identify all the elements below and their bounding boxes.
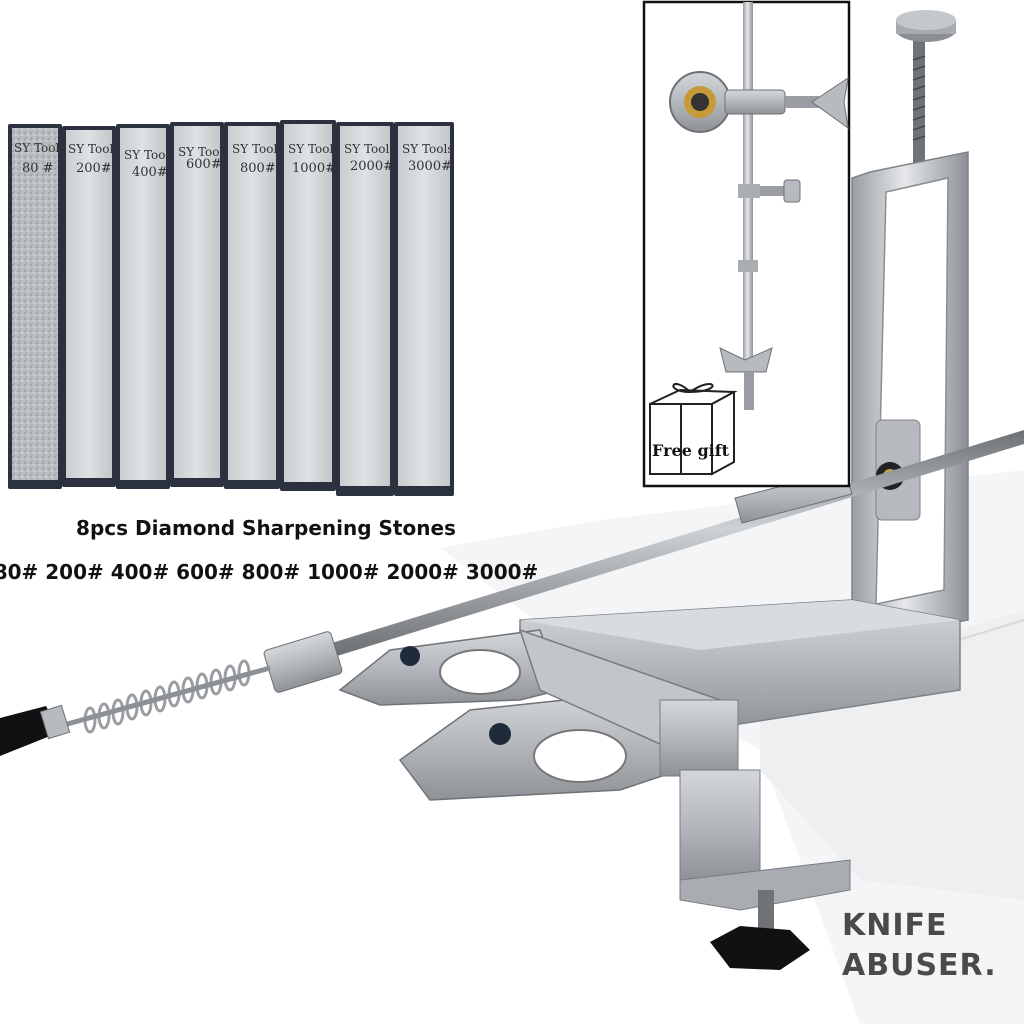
- stone-brand-label: SY Tools: [14, 141, 65, 155]
- stone-8: SY Tools 3000#: [394, 122, 454, 496]
- stone-brand-label: SY Tools: [178, 145, 229, 159]
- stone-4: SY Tools 600#: [170, 122, 229, 487]
- free-gift-inset: [642, 0, 851, 488]
- clamp-rail: [518, 628, 742, 782]
- stone-grit-label: 400#: [132, 165, 168, 180]
- stone-brand-label: SY Tools: [68, 142, 119, 156]
- stone-brand-label: SY Tools: [402, 142, 453, 156]
- stone-2: SY Tools 200#: [62, 126, 119, 487]
- stone-grit-label: 800#: [240, 161, 276, 176]
- clamp-knob-icon: [710, 926, 810, 970]
- stone-set: SY Tools 80 # SY Tools 200# SY Tools 400…: [8, 120, 454, 496]
- stones-caption-grits: 80# 200# 400# 600# 800# 1000# 2000# 3000…: [0, 560, 539, 584]
- stone-brand-label: SY Tools: [288, 142, 339, 156]
- stone-6: SY Tools 1000#: [280, 120, 339, 491]
- stone-grit-label: 3000#: [408, 159, 452, 174]
- free-gift-label: Free gift: [652, 441, 729, 460]
- table-c-clamp: [679, 769, 851, 970]
- stone-grit-label: 80 #: [22, 161, 54, 176]
- guide-rod: [0, 430, 1024, 756]
- stone-brand-label: SY Tools: [344, 142, 395, 156]
- rod-stop-collar: [263, 631, 343, 693]
- stone-grit-label: 2000#: [350, 159, 394, 174]
- gift-box-icon: [649, 383, 738, 476]
- brand-watermark: KNIFE ABUSER.: [842, 906, 1012, 986]
- stone-5: SY Tools 800#: [224, 122, 283, 489]
- stone-brand-label: SY Tools: [124, 148, 175, 162]
- angle-bracket: [851, 151, 969, 641]
- gift-rod-assembly: [669, 2, 849, 410]
- stone-grit-label: 600#: [186, 157, 222, 172]
- brand-line-1: KNIFE: [842, 908, 948, 943]
- stone-brand-label: SY Tools: [232, 142, 283, 156]
- stone-grit-label: 200#: [76, 161, 112, 176]
- handle: [0, 704, 71, 756]
- stone-grit-label: 1000#: [292, 161, 336, 176]
- stone-3: SY Tools 400#: [116, 124, 175, 489]
- brand-line-2: ABUSER.: [842, 948, 997, 983]
- stone-1: SY Tools 80 #: [8, 124, 65, 489]
- stones-caption-title: 8pcs Diamond Sharpening Stones: [76, 516, 456, 540]
- stone-7: SY Tools 2000#: [336, 122, 395, 496]
